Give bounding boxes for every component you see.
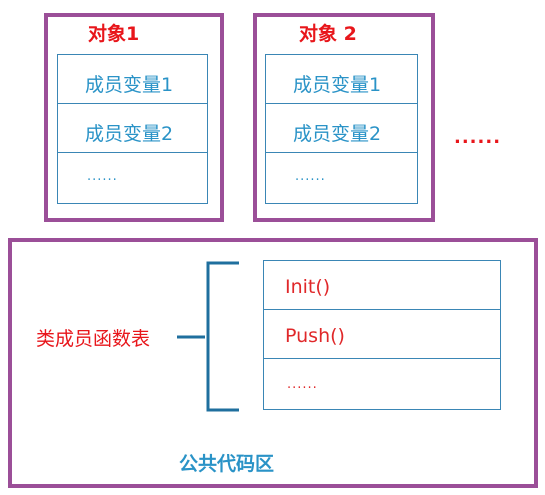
object-1-title: 对象1 (88, 23, 140, 45)
function-row: ...... (264, 359, 500, 409)
function-ellipsis: ...... (287, 377, 318, 392)
member-ellipsis: ...... (295, 169, 326, 184)
member-row: 成员变量2 (266, 104, 417, 153)
member-row: 成员变量2 (58, 104, 207, 153)
member-row: ...... (58, 153, 207, 203)
object-1-frame (44, 13, 224, 222)
object-2-member-table: 成员变量1 成员变量2 ...... (265, 54, 418, 204)
member-ellipsis: ...... (87, 169, 118, 184)
function-label: Init() (285, 276, 331, 298)
function-table: Init() Push() ...... (263, 260, 501, 410)
function-row: Push() (264, 310, 500, 359)
function-row: Init() (264, 261, 500, 310)
code-area-label: 公共代码区 (179, 453, 275, 475)
member-label: 成员变量2 (85, 123, 174, 145)
member-row: 成员变量1 (266, 55, 417, 104)
object-2-title: 对象 2 (299, 23, 357, 45)
object-2-frame (253, 13, 435, 222)
member-label: 成员变量1 (85, 74, 174, 96)
member-row: 成员变量1 (58, 55, 207, 104)
function-table-label: 类成员函数表 (36, 328, 151, 350)
object-1-member-table: 成员变量1 成员变量2 ...... (57, 54, 208, 204)
bracket-line (206, 261, 239, 412)
member-label: 成员变量2 (293, 123, 382, 145)
more-objects-ellipsis: ...... (454, 127, 502, 148)
member-label: 成员变量1 (293, 74, 382, 96)
code-area-frame (8, 238, 538, 488)
member-row: ...... (266, 153, 417, 203)
function-label: Push() (285, 325, 345, 347)
